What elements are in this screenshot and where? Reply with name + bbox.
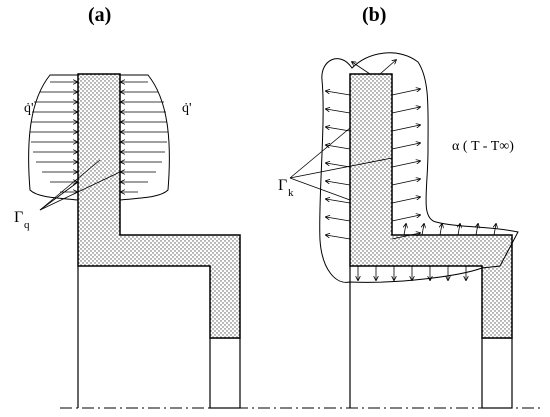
convection-arrow <box>326 163 351 168</box>
panel-a-boundary-subscript: q <box>24 219 30 231</box>
panel-b-body <box>349 73 513 339</box>
convection-arrow <box>391 107 420 114</box>
convection-arrow <box>404 224 406 236</box>
convection-arrow <box>440 224 442 236</box>
panel-b-label: (b) <box>362 4 387 26</box>
panel-a-left-arrows <box>30 82 77 192</box>
panel-a-flux-right-label: q̇' <box>182 101 192 116</box>
convection-arrow <box>326 217 351 222</box>
convection-arrow <box>391 179 420 186</box>
convection-arrow <box>494 224 496 236</box>
convection-arrow <box>326 145 351 150</box>
convection-arrow <box>326 235 351 240</box>
panel-b-convection-envelope <box>319 52 519 283</box>
convection-arrow <box>391 197 420 204</box>
convection-arrow <box>352 62 371 75</box>
convection-arrow <box>391 125 420 132</box>
panel-a-flux-envelope <box>28 74 79 201</box>
panel-b-boundary-symbol: Γ <box>278 177 287 194</box>
convection-arrow <box>326 109 351 114</box>
convection-arrow <box>422 224 424 236</box>
panel-b-arrows <box>326 60 496 280</box>
panel-b-lower-block <box>481 337 513 409</box>
panel-a-label: (a) <box>88 4 112 26</box>
convection-arrow <box>391 143 420 150</box>
convection-arrow <box>391 89 420 96</box>
convection-arrow <box>326 91 351 96</box>
convection-arrow <box>379 60 396 75</box>
panel-a-body <box>77 73 241 339</box>
panel-a-right-arrows <box>121 82 168 192</box>
convection-arrow <box>391 215 420 222</box>
convection-arrow <box>326 181 351 186</box>
panel-b: α ( T - T∞) Γ k <box>278 52 519 409</box>
panel-a-lower-block <box>209 337 241 409</box>
panel-b-convection-label: α ( T - T∞) <box>452 139 514 154</box>
panel-a: q̇' q̇' Γ q <box>14 73 241 409</box>
convection-arrow <box>391 161 420 168</box>
convection-arrow <box>391 233 420 240</box>
convection-arrow <box>458 224 460 236</box>
panel-a-flux-left-label: q̇' <box>24 101 34 116</box>
convection-arrow <box>476 224 478 236</box>
panel-a-boundary-symbol: Γ <box>14 209 23 226</box>
convection-arrow <box>326 199 351 204</box>
convection-arrow <box>326 127 351 132</box>
panel-b-boundary-subscript: k <box>288 187 294 199</box>
